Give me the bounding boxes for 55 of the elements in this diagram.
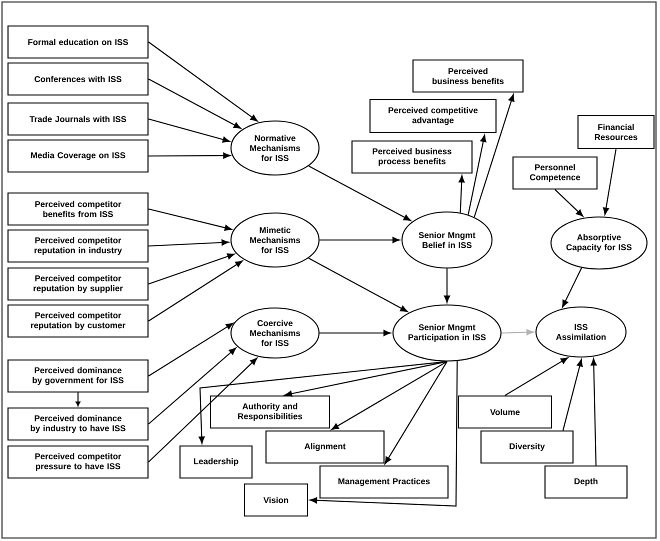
arrow [468,134,486,215]
concept-box: Diversity [480,430,574,464]
arrow [554,189,584,217]
arrow [331,361,448,430]
concept-box: Perceived dominance by industry to have ISS [7,407,149,441]
arrow [76,392,80,406]
arrow [148,253,235,285]
arrow [308,166,411,221]
arrow [590,358,597,466]
concept-box: Perceived business benefits [412,59,524,93]
concept-box: Financial Resources [577,114,655,150]
concept-box: Vision [244,483,308,517]
concept-box: Personnel Competence [512,156,598,190]
arrow [308,258,408,312]
concept-box: Formal education on ISS [7,25,149,59]
concept-box: Leadership [179,445,253,479]
concept-box: Authority and Responsibilities [210,395,330,429]
concept-box: Management Practices [319,465,449,499]
concept-box: Perceived competitor pressure to have ISS [7,445,149,479]
arrow [474,94,514,218]
concept-box: Perceived competitive advantage [369,98,497,134]
arrow [444,268,450,303]
arrow [148,322,234,376]
arrow [148,358,258,462]
arrow [458,175,465,213]
concept-box: Perceived competitor reputation in industry [7,229,149,263]
arrow [148,42,258,122]
concept-box: Perceived competitor benefits from ISS [7,192,149,226]
concept-box: Media Coverage on ISS [7,139,149,173]
concept-box: Depth [544,465,628,499]
arrow [384,361,448,464]
concept-box: Perceived competitor reputation by customer [7,304,149,338]
concept-box: Conferences with ISS [7,62,149,96]
arrow [148,208,232,231]
concept-box: Perceived competitor reputation by supplier [7,267,149,301]
arrow [198,361,448,444]
arrow [148,348,236,424]
arrow [502,329,534,336]
arrow [148,118,230,143]
concept-box: Volume [458,395,552,429]
arrow [148,239,229,247]
arrow [602,148,617,216]
arrow [148,78,242,129]
arrow [320,236,400,244]
arrow [504,357,568,396]
arrow [320,330,391,336]
concept-box: Alignment [265,430,385,464]
concept-box: Perceived dominance by government for ISS [7,359,149,393]
arrow [562,359,583,431]
concept-box: Perceived business process benefits [351,140,473,174]
arrow [148,152,231,159]
arrow [562,268,582,308]
arrow [148,260,243,322]
arrow [310,361,458,507]
concept-box: Trade Journals with ISS [7,102,149,136]
